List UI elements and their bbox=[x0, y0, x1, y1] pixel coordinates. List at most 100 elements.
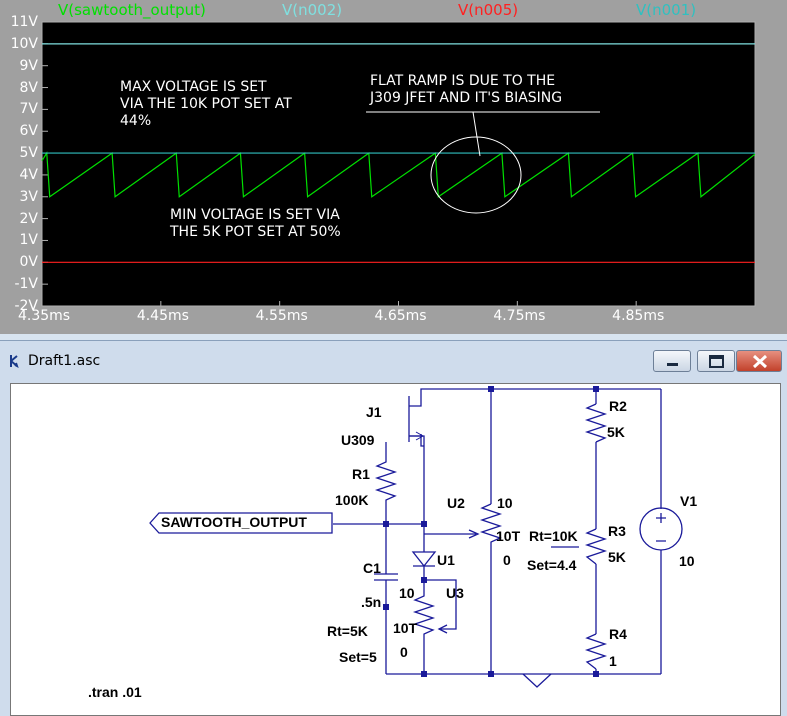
junction-dot bbox=[488, 671, 494, 677]
u2-param-b[interactable]: 10T bbox=[496, 528, 521, 544]
r4-symbol[interactable] bbox=[584, 633, 608, 670]
j1-symbol[interactable] bbox=[408, 388, 491, 447]
u3-rt[interactable]: Rt=5K bbox=[327, 623, 368, 639]
r4-label[interactable]: R4 bbox=[609, 626, 627, 642]
waveform-plot[interactable] bbox=[0, 0, 787, 334]
u1-label[interactable]: U1 bbox=[437, 552, 455, 568]
annotation-flat: FLAT RAMP IS DUE TO THE J309 JFET AND IT… bbox=[370, 73, 562, 107]
x-tick-marks bbox=[41, 301, 637, 306]
u2-set[interactable]: Set=4.4 bbox=[527, 557, 577, 573]
r3-symbol[interactable] bbox=[584, 528, 608, 565]
annotation-flat-line1: FLAT RAMP IS DUE TO THE bbox=[370, 73, 556, 89]
v1-polarity bbox=[656, 513, 666, 542]
schematic-window[interactable]: Draft1.asc bbox=[0, 340, 787, 716]
r1-symbol[interactable] bbox=[374, 442, 398, 524]
c1-value[interactable]: .5n bbox=[361, 594, 382, 610]
junction-dot bbox=[488, 386, 494, 392]
u3-param-a[interactable]: 10 bbox=[399, 585, 415, 601]
junction-dot bbox=[421, 521, 427, 527]
y-tick-label: 5V bbox=[19, 145, 38, 162]
schematic-canvas[interactable]: SAWTOOTH_OUTPUT J1 U309 R1 100K C1 .5n U… bbox=[10, 383, 781, 716]
y-tick-label: 6V bbox=[19, 123, 38, 140]
highlight-circle bbox=[430, 136, 522, 214]
v1-label[interactable]: V1 bbox=[680, 493, 698, 509]
junction-dot bbox=[593, 671, 599, 677]
u3-param-b[interactable]: 10T bbox=[393, 620, 418, 636]
y-tick-label: 9V bbox=[19, 57, 38, 74]
y-tick-label: 2V bbox=[19, 210, 38, 227]
annotation-flat-line2: J309 JFET AND IT'S BIASING bbox=[370, 90, 563, 106]
r3-label[interactable]: R3 bbox=[608, 523, 626, 539]
u3-wiper-arrow bbox=[437, 624, 448, 634]
x-tick-label: 4.45ms bbox=[136, 308, 189, 324]
trace-label-sawtooth[interactable]: V(sawtooth_output) bbox=[58, 1, 206, 19]
maximize-button[interactable] bbox=[697, 350, 735, 372]
close-icon bbox=[752, 354, 768, 369]
trace-label-n002[interactable]: V(n002) bbox=[282, 1, 343, 19]
y-tick-label: 0V bbox=[19, 254, 38, 271]
annotation-min: MIN VOLTAGE IS SET VIA THE 5K POT SET AT… bbox=[170, 207, 341, 241]
ltspice-app-icon[interactable] bbox=[8, 353, 24, 369]
plot-area bbox=[41, 21, 756, 307]
trace-label-n001[interactable]: V(n001) bbox=[636, 1, 697, 19]
j1-label[interactable]: J1 bbox=[366, 404, 382, 420]
net-flag-sawtooth-output[interactable] bbox=[149, 512, 334, 534]
close-button[interactable] bbox=[736, 350, 782, 372]
y-tick-label: 8V bbox=[19, 79, 38, 96]
r1-value[interactable]: 100K bbox=[335, 492, 369, 508]
x-tick-label: 4.55ms bbox=[255, 308, 308, 324]
net-label-text[interactable]: SAWTOOTH_OUTPUT bbox=[161, 514, 307, 530]
junction-dot bbox=[383, 604, 389, 610]
minimize-button[interactable] bbox=[653, 350, 691, 372]
circuit-diagram[interactable] bbox=[11, 384, 781, 716]
r2-symbol[interactable] bbox=[584, 403, 608, 443]
y-tick-label: -1V bbox=[14, 276, 38, 293]
r2-value[interactable]: 5K bbox=[607, 424, 625, 440]
junction-dot bbox=[593, 386, 599, 392]
y-tick-label: -2V bbox=[14, 298, 38, 314]
u3-label[interactable]: U3 bbox=[446, 585, 464, 601]
minimize-icon bbox=[667, 363, 678, 366]
annotation-leader bbox=[472, 111, 481, 157]
annotation-min-line2: THE 5K POT SET AT 50% bbox=[170, 224, 341, 240]
annotation-max-line3: 44% bbox=[120, 113, 152, 129]
c1-symbol[interactable] bbox=[374, 573, 398, 674]
traces bbox=[41, 43, 756, 263]
y-tick-label: 11V bbox=[10, 14, 38, 30]
y-tick-label: 10V bbox=[10, 35, 38, 52]
u3-param-c[interactable]: 0 bbox=[400, 644, 408, 660]
y-tick-label: 7V bbox=[19, 101, 38, 118]
ground-symbol[interactable] bbox=[522, 673, 552, 688]
u3-set[interactable]: Set=5 bbox=[339, 649, 377, 665]
r2-label[interactable]: R2 bbox=[609, 398, 627, 414]
u2-label[interactable]: U2 bbox=[447, 495, 465, 511]
spice-directive[interactable]: .tran .01 bbox=[88, 684, 142, 700]
v1-symbol[interactable] bbox=[639, 507, 683, 551]
junction-dot bbox=[421, 577, 427, 583]
maximize-icon bbox=[709, 355, 724, 368]
j1-gate[interactable] bbox=[386, 435, 425, 525]
r4-value[interactable]: 1 bbox=[609, 653, 617, 669]
u2-param-c[interactable]: 0 bbox=[503, 552, 511, 568]
r1-label[interactable]: R1 bbox=[352, 466, 370, 482]
trace-label-n005[interactable]: V(n005) bbox=[458, 1, 519, 19]
u2-param-a[interactable]: 10 bbox=[497, 495, 513, 511]
x-tick-label: 4.35ms bbox=[18, 308, 71, 324]
v1-value[interactable]: 10 bbox=[679, 553, 695, 569]
trace-v-sawtooth-output-[interactable] bbox=[41, 151, 756, 198]
c1-label[interactable]: C1 bbox=[363, 560, 381, 576]
waveform-pane[interactable]: V(sawtooth_output) V(n002) V(n005) V(n00… bbox=[0, 0, 787, 334]
j1-model-label[interactable]: U309 bbox=[341, 432, 375, 448]
u2-pot[interactable] bbox=[424, 503, 503, 546]
annotation-max-line1: MAX VOLTAGE IS SET bbox=[120, 79, 267, 95]
u2-rt[interactable]: Rt=10K bbox=[529, 528, 578, 544]
u1-diode[interactable] bbox=[411, 524, 437, 580]
y-tick-label: 4V bbox=[19, 166, 38, 183]
y-tick-label: 3V bbox=[19, 188, 38, 205]
x-tick-label: 4.75ms bbox=[493, 308, 546, 324]
window-title: Draft1.asc bbox=[28, 353, 101, 369]
u2-wiper-arrow bbox=[468, 529, 480, 539]
u3-pot[interactable] bbox=[412, 579, 457, 674]
annotation-max: MAX VOLTAGE IS SET VIA THE 10K POT SET A… bbox=[120, 79, 292, 130]
r3-value[interactable]: 5K bbox=[608, 549, 626, 565]
